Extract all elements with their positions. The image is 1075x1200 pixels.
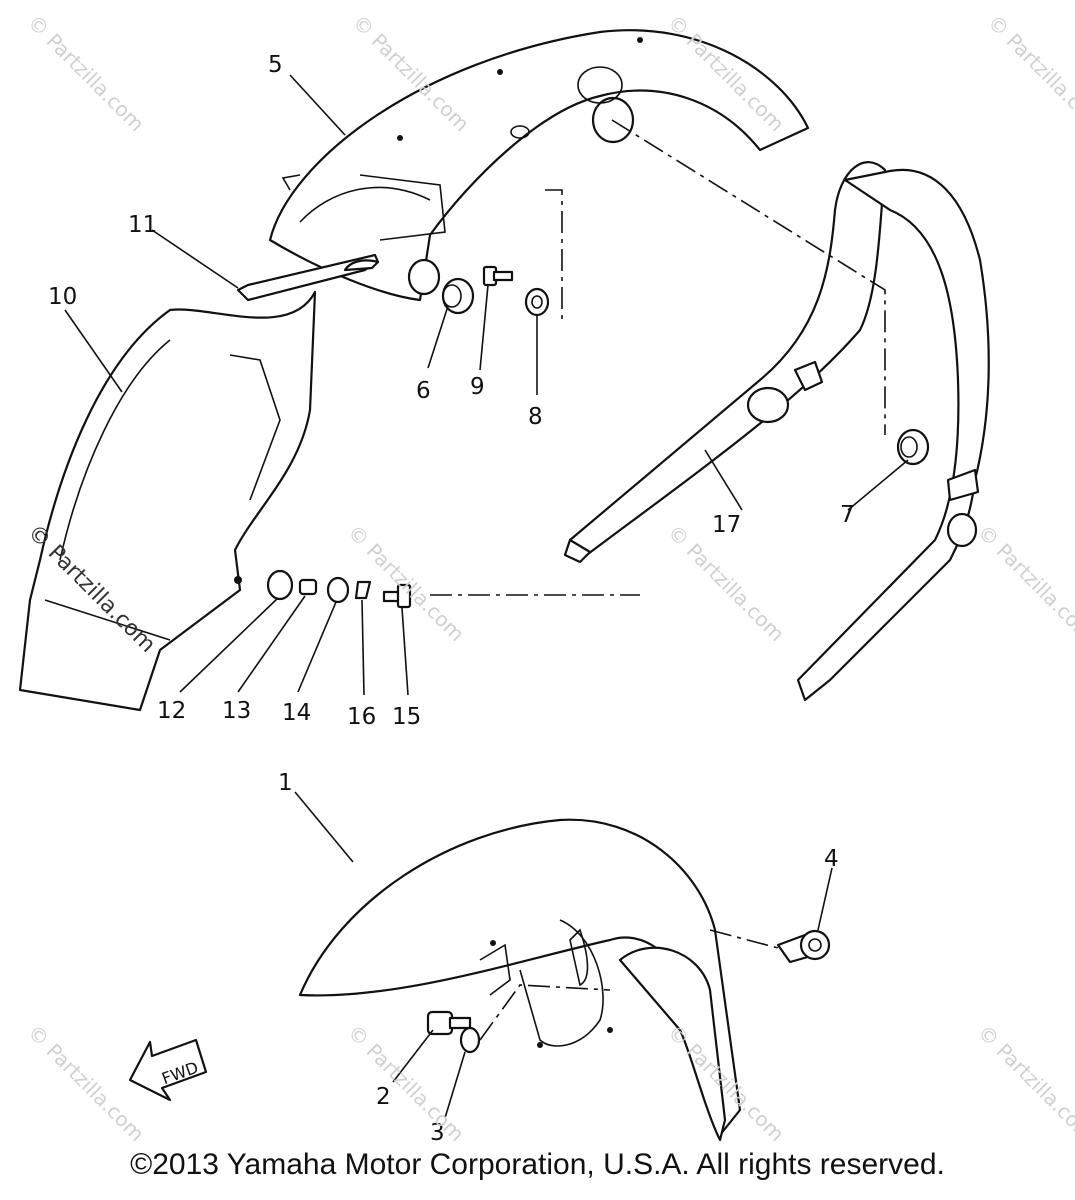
part-7-collar[interactable]: [896, 428, 930, 466]
callout-12: 12: [157, 698, 186, 724]
part-6-grommet[interactable]: [441, 277, 475, 315]
part-3-washer[interactable]: [459, 1026, 481, 1054]
callout-16: 16: [347, 704, 376, 730]
callout-4: 4: [824, 846, 839, 872]
callout-7: 7: [840, 502, 855, 528]
rear-flap[interactable]: [18, 290, 317, 712]
callout-5: 5: [268, 52, 283, 78]
callout-6: 6: [416, 378, 431, 404]
assembly-line-front: [709, 929, 779, 949]
part-12-damper[interactable]: [266, 569, 294, 601]
callout-11: 11: [128, 212, 157, 238]
callout-9: 9: [470, 374, 485, 400]
fwd-arrow: FWD: [128, 1038, 208, 1102]
callout-17: 17: [712, 512, 741, 538]
callout-1: 1: [278, 770, 293, 796]
rear-fender[interactable]: [268, 29, 810, 302]
part-14-washer[interactable]: [326, 576, 350, 604]
callout-8: 8: [528, 404, 543, 430]
copyright-notice: ©2013 Yamaha Motor Corporation, U.S.A. A…: [130, 1148, 945, 1181]
grab-bar[interactable]: [563, 161, 990, 702]
part-2-bolt[interactable]: [426, 1010, 472, 1036]
part-15-bolt[interactable]: [382, 583, 412, 609]
assembly-line-rear: [611, 119, 886, 435]
part-16-lockwasher[interactable]: [354, 580, 372, 600]
callout-14: 14: [282, 700, 311, 726]
part-13-collar[interactable]: [298, 578, 318, 596]
callout-2: 2: [376, 1084, 391, 1110]
front-fender[interactable]: [298, 818, 742, 1142]
fender-strip[interactable]: [236, 253, 380, 302]
assembly-line-front-2: [479, 984, 611, 1041]
assembly-line-bracket: [545, 189, 563, 320]
leader-lines: [64, 74, 909, 1119]
part-8-nut[interactable]: [524, 287, 550, 317]
callout-3: 3: [430, 1120, 445, 1146]
part-4-bracket[interactable]: [776, 929, 831, 964]
callout-10: 10: [48, 284, 77, 310]
callout-13: 13: [222, 698, 251, 724]
callout-15: 15: [392, 704, 421, 730]
part-9-bolt[interactable]: [482, 265, 514, 287]
